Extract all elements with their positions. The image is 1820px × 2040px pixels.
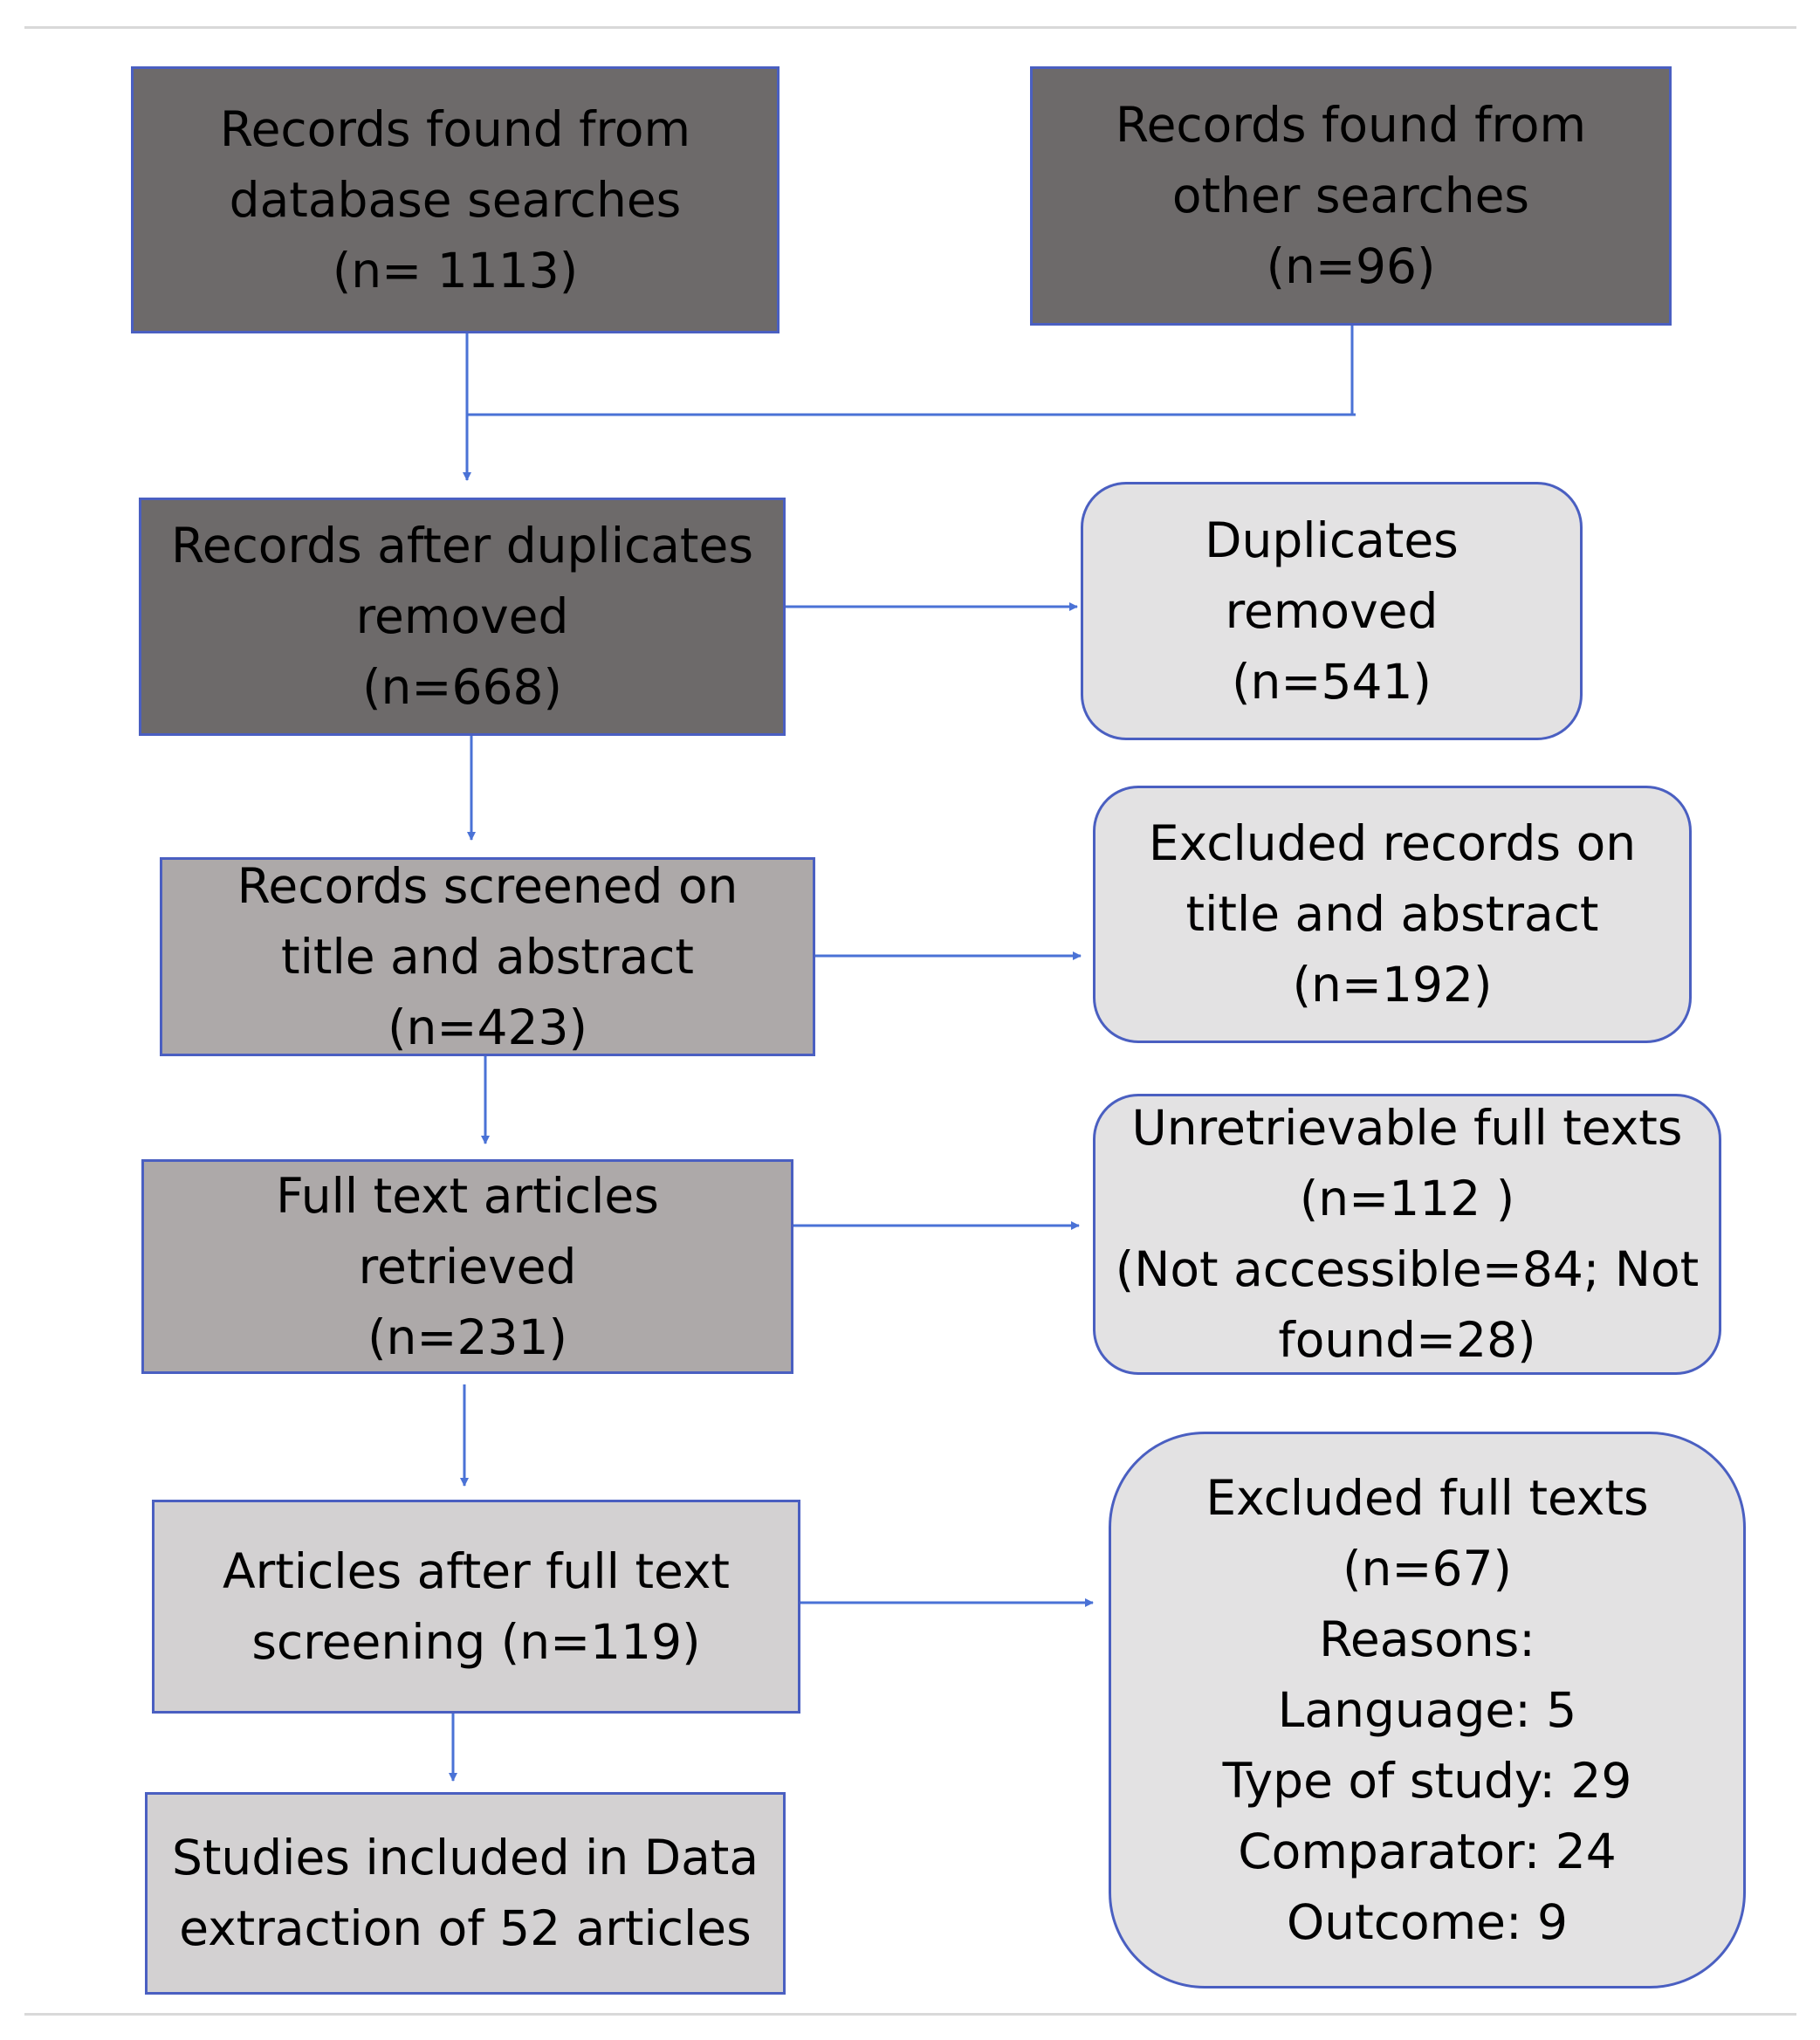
excluded-title-abstract-line-2: title and abstract — [1185, 886, 1599, 942]
excluded-full-texts-box: Excluded full texts (n=67) Reasons: Lang… — [1109, 1432, 1746, 1988]
unretrievable-full-texts-box: Unretrievable full texts (n=112 ) (Not a… — [1093, 1094, 1721, 1375]
duplicates-removed-box: Duplicates removed (n=541) — [1081, 482, 1583, 740]
records-screened-line-2: title and abstract — [281, 928, 694, 985]
database-search-records-box: Records found from database searches (n=… — [131, 66, 780, 333]
database-search-records-line-1: Records found from — [219, 100, 691, 157]
full-text-retrieved-count: (n=231) — [367, 1308, 567, 1365]
excluded-full-texts-line-1: Excluded full texts — [1205, 1469, 1649, 1526]
articles-after-fulltext-box: Articles after full text screening (n=11… — [152, 1500, 800, 1714]
records-screened-count: (n=423) — [388, 999, 587, 1055]
excluded-full-texts-reasons-heading: Reasons: — [1319, 1611, 1535, 1667]
records-after-duplicates-line-1: Records after duplicates — [170, 518, 753, 574]
studies-included-line-1: Studies included in Data — [171, 1830, 759, 1885]
excluded-title-abstract-count: (n=192) — [1292, 957, 1493, 1013]
excluded-title-abstract-line-1: Excluded records on — [1148, 815, 1637, 871]
other-search-records-line-1: Records found from — [1115, 97, 1587, 153]
duplicates-removed-line-1: Duplicates — [1205, 512, 1459, 568]
studies-included-line-2: extraction of 52 articles — [179, 1900, 752, 1956]
articles-after-fulltext-line-1: Articles after full text — [223, 1542, 730, 1599]
excluded-reason-type-of-study: Type of study: 29 — [1222, 1752, 1632, 1809]
records-screened-box: Records screened on title and abstract (… — [160, 857, 815, 1056]
full-text-retrieved-box: Full text articles retrieved (n=231) — [141, 1159, 793, 1374]
excluded-reason-outcome: Outcome: 9 — [1286, 1893, 1569, 1950]
articles-after-fulltext-line-2: screening (n=119) — [251, 1613, 701, 1670]
database-search-records-count: (n= 1113) — [332, 242, 579, 299]
bottom-rule — [24, 2013, 1796, 2016]
excluded-full-texts-count: (n=67) — [1343, 1540, 1512, 1597]
other-search-records-box: Records found from other searches (n=96) — [1030, 66, 1672, 326]
unretrievable-line-4: found=28) — [1278, 1312, 1536, 1368]
excluded-title-abstract-box: Excluded records on title and abstract (… — [1093, 786, 1692, 1043]
full-text-retrieved-line-1: Full text articles — [276, 1167, 659, 1224]
top-rule — [24, 26, 1796, 29]
full-text-retrieved-line-2: retrieved — [358, 1238, 577, 1295]
duplicates-removed-count: (n=541) — [1232, 653, 1432, 710]
records-after-duplicates-line-2: removed — [355, 588, 569, 644]
excluded-reason-language: Language: 5 — [1277, 1681, 1577, 1738]
other-search-records-line-2: other searches — [1171, 168, 1530, 223]
records-screened-line-1: Records screened on — [237, 857, 738, 914]
unretrievable-line-1: Unretrievable full texts — [1131, 1100, 1683, 1156]
duplicates-removed-line-2: removed — [1225, 582, 1439, 639]
other-search-records-count: (n=96) — [1266, 238, 1436, 294]
unretrievable-line-3: (Not accessible=84; Not — [1115, 1241, 1700, 1297]
unretrievable-count: (n=112 ) — [1299, 1171, 1515, 1226]
records-after-duplicates-box: Records after duplicates removed (n=668) — [139, 498, 786, 736]
records-after-duplicates-count: (n=668) — [362, 659, 562, 715]
studies-included-box: Studies included in Data extraction of 5… — [145, 1792, 786, 1995]
database-search-records-line-2: database searches — [229, 171, 682, 228]
excluded-reason-comparator: Comparator: 24 — [1238, 1823, 1617, 1879]
